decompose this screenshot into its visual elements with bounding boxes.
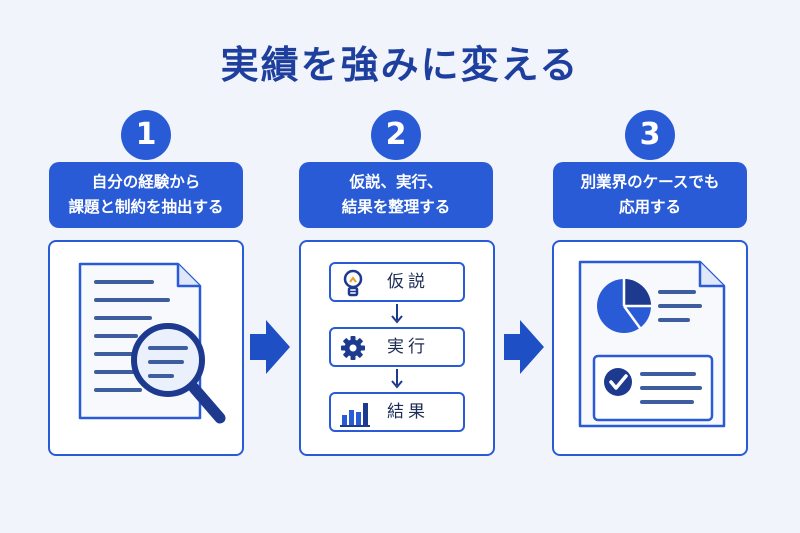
step-number-1: 1: [121, 110, 171, 160]
step-label-2: 仮説、実行、 結果を整理する: [299, 162, 493, 228]
arrow-right-icon: [250, 320, 290, 374]
gear-icon: [341, 336, 365, 360]
bar-chart-icon: [340, 403, 370, 427]
pie-chart-document-icon: [578, 260, 726, 428]
step-label-1-line2: 課題と制約を抽出する: [68, 198, 224, 216]
step-label-3-line2: 応用する: [618, 198, 681, 216]
step-label-3: 別業界のケースでも 応用する: [553, 162, 747, 228]
checkmark-icon: [604, 368, 632, 396]
page-title: 実績を強みに変える: [220, 43, 580, 87]
process-step-execution: 実行: [329, 327, 465, 367]
step-number-3: 3: [625, 110, 675, 160]
process-step-result: 結果: [329, 392, 465, 432]
step-card-2: 仮説 実行 結果: [299, 240, 495, 456]
step-number-2: 2: [371, 110, 421, 160]
process-step-hypothesis: 仮説: [329, 262, 465, 302]
document-magnifier-icon: [78, 262, 226, 424]
step-card-1: [48, 240, 244, 456]
step-label-2-line1: 仮説、実行、: [349, 173, 443, 191]
process-step-execution-label: 実行: [387, 337, 429, 357]
process-step-result-label: 結果: [387, 402, 429, 422]
lightbulb-icon: [343, 269, 363, 297]
process-step-hypothesis-label: 仮説: [387, 272, 429, 292]
step-label-3-line1: 別業界のケースでも: [580, 173, 720, 191]
down-arrow-icon: [391, 369, 403, 389]
step-label-1-line1: 自分の経験から: [91, 173, 201, 191]
step-label-1: 自分の経験から 課題と制約を抽出する: [49, 162, 243, 228]
arrow-right-icon: [504, 320, 544, 374]
down-arrow-icon: [391, 304, 403, 324]
step-label-2-line2: 結果を整理する: [341, 198, 451, 216]
step-card-3: [552, 240, 748, 456]
